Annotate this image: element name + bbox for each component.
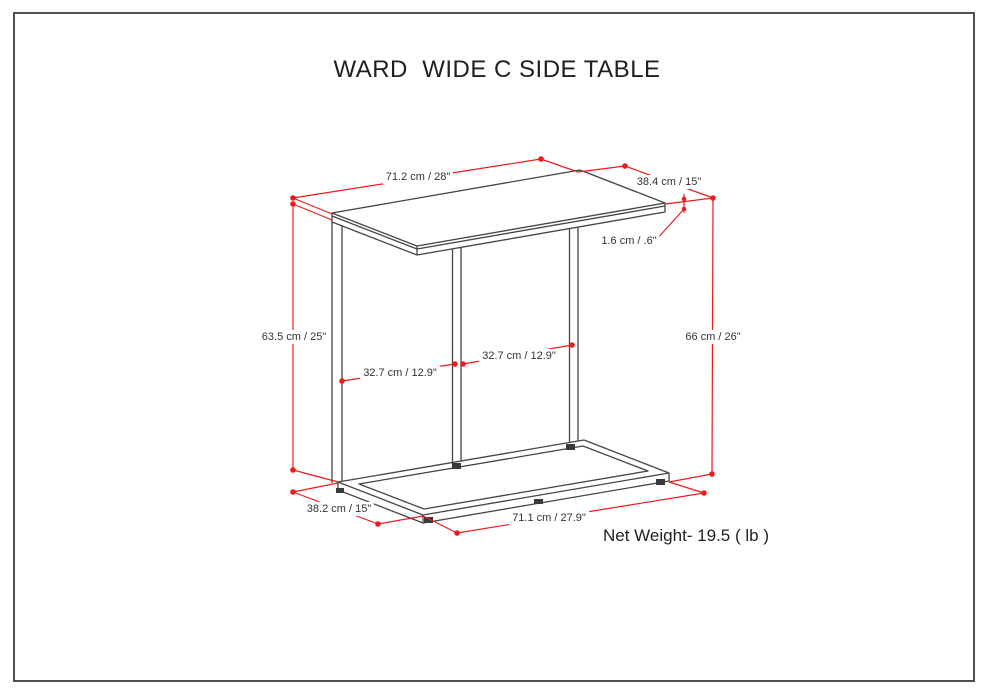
dim-top-thickness-label: 1.6 cm / .6" [598, 233, 660, 249]
base-frame [337, 439, 670, 524]
dim-base-length-label: 71.1 cm / 27.9" [509, 510, 589, 526]
dim-left-height-label: 63.5 cm / 25" [258, 329, 330, 345]
support-posts [331, 222, 579, 483]
table-feet [336, 444, 665, 523]
dim-top-length-label: 71.2 cm / 28" [382, 169, 454, 185]
dim-gap-left-label: 32.7 cm / 12.9" [360, 365, 440, 381]
net-weight-label: Net Weight- 19.5 ( lb ) [603, 526, 769, 545]
tabletop [331, 169, 666, 256]
dim-right-height-label: 66 cm / 26" [682, 329, 744, 345]
dim-base-depth-label: 38.2 cm / 15" [303, 501, 375, 517]
dim-top-depth-label: 38.4 cm / 15" [633, 174, 705, 190]
dim-gap-right-label: 32.7 cm / 12.9" [479, 348, 559, 364]
page-title: WARD WIDE C SIDE TABLE [333, 56, 661, 83]
